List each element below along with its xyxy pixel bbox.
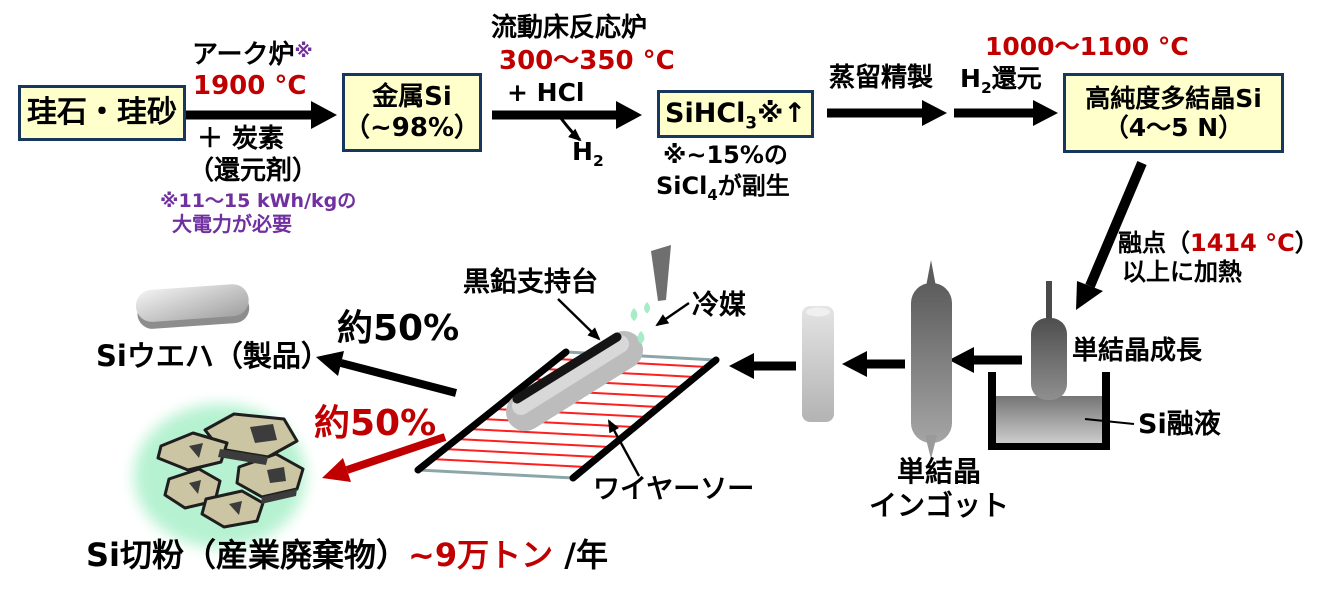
- h2-byproduct-label: H2: [572, 137, 604, 170]
- waste-share-label: 約50%: [314, 403, 437, 444]
- ingot-icon: [911, 260, 952, 459]
- box-metal-si: 金属Si （~98%）: [342, 73, 482, 152]
- saw-rail-left: [414, 348, 570, 474]
- arrow-to-saw: [729, 353, 796, 379]
- fluidized-bed-temp: 300～350 °C: [499, 46, 675, 76]
- wire-saw-label: ワイヤーソー: [593, 474, 755, 505]
- support-pointer-arrow: [557, 298, 601, 341]
- graphite-support-icon: [512, 332, 622, 404]
- si-melt-label: Si融液: [1138, 409, 1221, 440]
- coolant-pointer-arrow: [655, 302, 690, 327]
- coolant-nozzle-icon: [651, 245, 671, 301]
- box-polysilicon: 高純度多結晶Si （4～5 N）: [1063, 73, 1284, 153]
- ingot-label: 単結晶インゴット: [868, 455, 1009, 523]
- box-metal-si-line1: 金属Si: [372, 81, 452, 112]
- graphite-support-label: 黒鉛支持台: [463, 267, 598, 298]
- arrow-step4: [954, 100, 1058, 126]
- hcl-reagent-label: + HCl: [507, 78, 585, 107]
- reference-mark: ※: [294, 41, 313, 62]
- saw-rail-right: [569, 356, 720, 482]
- arc-furnace-label: アーク炉※: [192, 40, 313, 70]
- melting-point-line1: 融点（1414 °C）: [1118, 229, 1319, 257]
- arrow-to-ingot: [949, 347, 1022, 373]
- shaped-ingot-icon: [802, 306, 834, 422]
- arrow-to-waste: [322, 433, 447, 482]
- distillation-label: 蒸留精製: [829, 63, 934, 93]
- silicon-chips-icon: [134, 404, 306, 548]
- h2-reduction-temp: 1000～1100 °C: [985, 32, 1189, 61]
- box-silica-label: 珪石・珪砂: [27, 95, 177, 131]
- wafer-share-label: 約50%: [337, 308, 460, 349]
- reductant-label: （還元剤）: [188, 156, 319, 186]
- arc-furnace-temp: 1900 °C: [193, 71, 307, 101]
- carbon-reagent-label: ＋ 炭素: [197, 124, 285, 154]
- waste-total-label: Si切粉（産業廃棄物）~9万トン /年: [86, 536, 608, 574]
- crucible-icon: [988, 372, 1110, 450]
- h2-reduction-label: H2還元: [960, 64, 1042, 97]
- box-sihcl3-formula: SiHCl3※↑: [665, 98, 806, 133]
- wafer-icon: [135, 284, 250, 329]
- melting-point-line2: 以上に加熱: [1122, 258, 1242, 286]
- wafer-label: Siウエハ（製品）: [96, 339, 330, 373]
- box-metal-si-line2: （~98%）: [343, 112, 481, 143]
- arrow-to-rod: [842, 351, 905, 377]
- seed-crystal-icon: [1031, 281, 1067, 400]
- sicl4-note-line2: SiCl4が副生: [656, 172, 790, 204]
- box-polysilicon-line1: 高純度多結晶Si: [1085, 83, 1262, 113]
- power-note-line1: ※11～15 kWh/kgの: [160, 190, 357, 212]
- wire-saw-icon: [413, 331, 720, 482]
- arrow-step1: [186, 101, 337, 129]
- coolant-label: 冷媒: [692, 290, 746, 321]
- box-polysilicon-line2: （4～5 N）: [1103, 113, 1244, 142]
- fluidized-bed-label: 流動床反応炉: [491, 13, 648, 43]
- h2-branch-arrow: [558, 116, 582, 142]
- coolant-drops-icon: [630, 302, 651, 344]
- melt-pointer-line: [1084, 418, 1135, 425]
- arrow-step2: [492, 101, 642, 129]
- arrow-to-wafer: [316, 351, 458, 397]
- crystal-growth-label: 単結晶成長: [1072, 336, 1203, 366]
- power-note-line2: 大電力が必要: [172, 212, 292, 236]
- arrow-step3: [827, 100, 947, 126]
- box-silica: 珪石・珪砂: [18, 85, 186, 141]
- box-sihcl3: SiHCl3※↑: [657, 90, 814, 138]
- wiresaw-pointer-arrow: [607, 419, 641, 477]
- arrow-heating: [1076, 161, 1147, 310]
- sicl4-note-line1: ※~15%の: [663, 141, 788, 169]
